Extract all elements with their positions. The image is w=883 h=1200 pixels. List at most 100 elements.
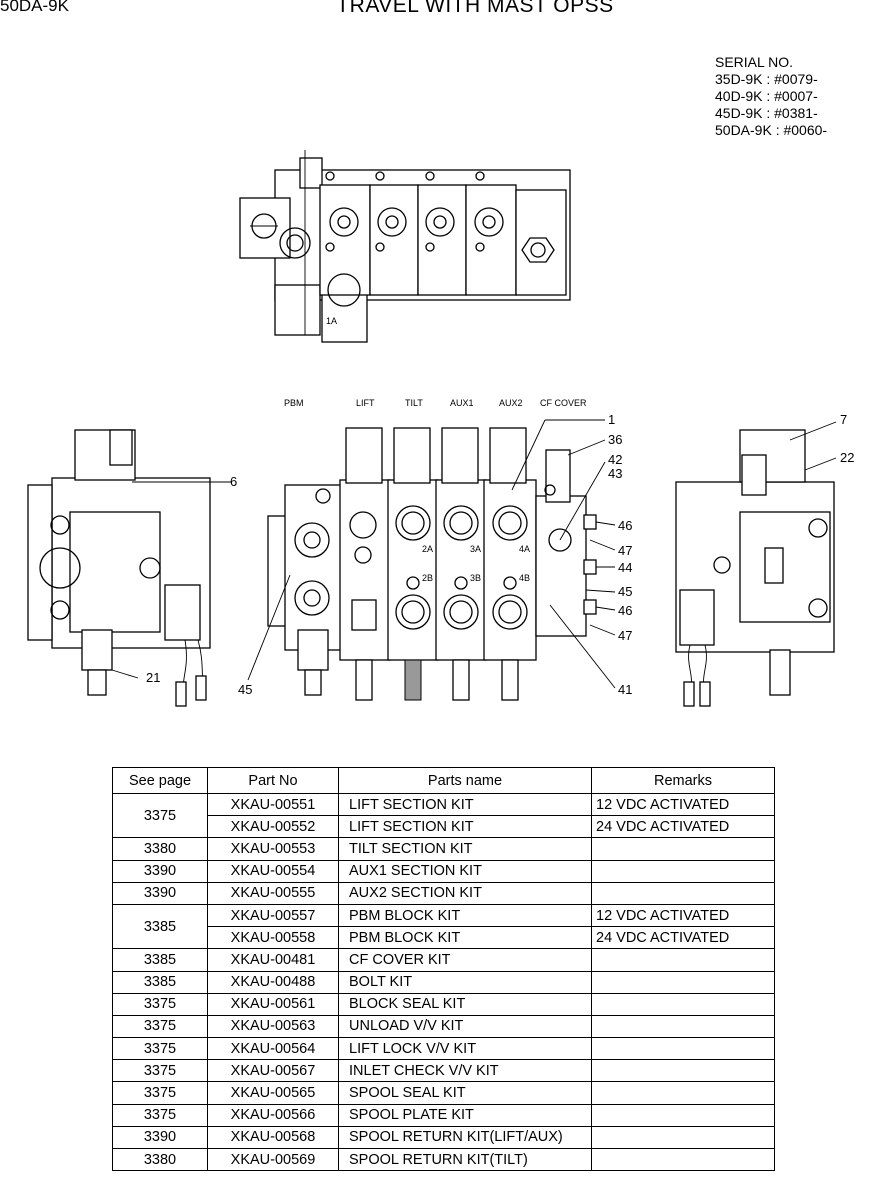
cell-remarks — [591, 1147, 775, 1172]
cell-name: BLOCK SEAL KIT — [338, 992, 592, 1016]
cell-name: LIFT LOCK V/V KIT — [338, 1037, 592, 1061]
callout-22: 22 — [840, 450, 854, 465]
port-label-1a: 1A — [326, 316, 337, 326]
cell-remarks — [591, 992, 775, 1016]
serial-heading: SERIAL NO. — [715, 54, 794, 70]
table-row: 3380 XKAU-00569 SPOOL RETURN KIT(TILT) — [112, 1147, 775, 1172]
callout-47: 47 — [618, 543, 632, 558]
cell-name: PBM BLOCK KIT — [338, 926, 592, 950]
table-row: 3390 XKAU-00568 SPOOL RETURN KIT(LIFT/AU… — [112, 1125, 775, 1150]
header-see-page: See page — [112, 767, 208, 794]
port-label-3b: 3B — [470, 573, 481, 583]
cell-name: TILT SECTION KIT — [338, 837, 592, 861]
cell-part-no: XKAU-00553 — [207, 837, 339, 861]
cell-remarks — [591, 1037, 775, 1061]
port-label-4a: 4A — [519, 544, 530, 554]
valve-assembly-drawing: 1A PBM LIFT TILT AUX1 AUX2 CF COVER 6 21 — [27, 150, 854, 707]
cell-page: 3390 — [112, 1125, 208, 1150]
cell-remarks: 12 VDC ACTIVATED — [591, 903, 775, 928]
cell-part-no: XKAU-00566 — [207, 1103, 339, 1127]
serial-line: 35D-9K : #0079- — [715, 71, 818, 87]
left-side-view: 6 21 — [27, 429, 237, 707]
table-row: 3380 XKAU-00553 TILT SECTION KIT — [112, 837, 775, 861]
header-parts-name: Parts name — [338, 767, 592, 794]
table-header-row: See page Part No Parts name Remarks — [112, 767, 775, 794]
cell-part-no: XKAU-00552 — [207, 815, 339, 839]
cell-page: 3375 — [112, 1081, 208, 1105]
table-row: 3390 XKAU-00554 AUX1 SECTION KIT — [112, 859, 775, 883]
cell-page: 3375 — [112, 1059, 208, 1083]
table-row: 3375 XKAU-00567 INLET CHECK V/V KIT — [112, 1059, 775, 1083]
callout-42: 42 — [608, 452, 622, 467]
callout-46: 46 — [618, 603, 632, 618]
callout-21: 21 — [146, 670, 160, 685]
callout-46: 46 — [618, 518, 632, 533]
cell-part-no: XKAU-00563 — [207, 1014, 339, 1039]
cell-part-no: XKAU-00569 — [207, 1147, 339, 1172]
cell-remarks: 24 VDC ACTIVATED — [591, 926, 775, 950]
cell-part-no: XKAU-00558 — [207, 926, 339, 950]
cell-part-no: XKAU-00567 — [207, 1059, 339, 1083]
table-row: 3385 XKAU-00481 CF COVER KIT — [112, 948, 775, 972]
cell-name: SPOOL SEAL KIT — [338, 1081, 592, 1105]
cell-page: 3375 — [112, 992, 208, 1016]
cell-page: 3375 — [112, 1037, 208, 1061]
section-label-aux1: AUX1 — [450, 398, 474, 408]
cell-name: CF COVER KIT — [338, 948, 592, 972]
table-row: 3385 XKAU-00488 BOLT KIT — [112, 970, 775, 994]
table-row: 3375 XKAU-00565 SPOOL SEAL KIT — [112, 1081, 775, 1105]
page-title: TRAVEL WITH MAST OPSS — [336, 0, 614, 17]
callout-45: 45 — [618, 584, 632, 599]
cell-remarks — [591, 837, 775, 861]
cell-page: 3390 — [112, 859, 208, 883]
cell-page: 3380 — [112, 837, 208, 861]
cell-part-no: XKAU-00488 — [207, 970, 339, 994]
cell-name: INLET CHECK V/V KIT — [338, 1059, 592, 1083]
header-remarks: Remarks — [591, 767, 775, 794]
serial-line: 40D-9K : #0007- — [715, 88, 818, 104]
cell-remarks — [591, 1103, 775, 1127]
top-view: 1A — [239, 150, 571, 343]
cell-part-no: XKAU-00551 — [207, 792, 339, 817]
cell-remarks: 24 VDC ACTIVATED — [591, 815, 775, 839]
cell-name: BOLT KIT — [338, 970, 592, 994]
callout-7: 7 — [840, 412, 847, 427]
section-label-lift: LIFT — [356, 398, 375, 408]
cell-remarks — [591, 881, 775, 905]
model-code: 50DA-9K — [0, 0, 69, 15]
serial-number-block: SERIAL NO. 35D-9K : #0079- 40D-9K : #000… — [715, 54, 827, 139]
port-label-2a: 2A — [422, 544, 433, 554]
section-label-pbm: PBM — [284, 398, 304, 408]
cell-name: AUX1 SECTION KIT — [338, 859, 592, 883]
cell-part-no: XKAU-00555 — [207, 881, 339, 905]
cell-part-no: XKAU-00565 — [207, 1081, 339, 1105]
port-label-4b: 4B — [519, 573, 530, 583]
cell-part-no: XKAU-00568 — [207, 1125, 339, 1150]
cell-name: LIFT SECTION KIT — [338, 815, 592, 839]
cell-name: SPOOL RETURN KIT(LIFT/AUX) — [338, 1125, 592, 1150]
callout-6: 6 — [230, 474, 237, 489]
section-label-aux2: AUX2 — [499, 398, 523, 408]
cell-page: 3375 — [112, 792, 208, 839]
right-side-view: 7 22 — [675, 412, 854, 707]
callout-43: 43 — [608, 466, 622, 481]
cell-name: SPOOL RETURN KIT(TILT) — [338, 1147, 592, 1172]
table-row: 3375 XKAU-00566 SPOOL PLATE KIT — [112, 1103, 775, 1127]
port-label-2b: 2B — [422, 573, 433, 583]
cell-part-no: XKAU-00557 — [207, 903, 339, 928]
cell-page: 3380 — [112, 1147, 208, 1172]
cell-remarks — [591, 1125, 775, 1150]
table-row: XKAU-00552 LIFT SECTION KIT 24 VDC ACTIV… — [113, 815, 775, 839]
table-row: 3375 XKAU-00561 BLOCK SEAL KIT — [112, 992, 775, 1016]
callout-47: 47 — [618, 628, 632, 643]
table-row: 3375 XKAU-00563 UNLOAD V/V KIT — [112, 1014, 775, 1039]
cell-name: UNLOAD V/V KIT — [338, 1014, 592, 1039]
cell-remarks — [591, 970, 775, 994]
callout-36: 36 — [608, 432, 622, 447]
cell-name: AUX2 SECTION KIT — [338, 881, 592, 905]
cell-name: SPOOL PLATE KIT — [338, 1103, 592, 1127]
cell-page: 3385 — [112, 970, 208, 994]
cell-name: LIFT SECTION KIT — [338, 792, 592, 817]
section-label-cf-cover: CF COVER — [540, 398, 587, 408]
cell-page: 3375 — [112, 1014, 208, 1039]
